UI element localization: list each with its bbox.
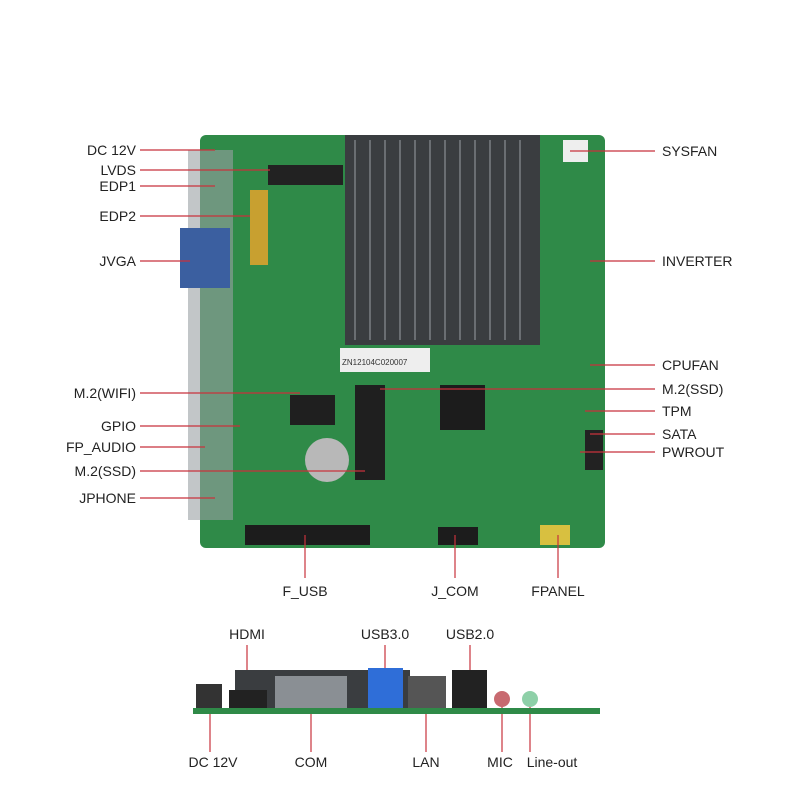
label-fp-audio: FP_AUDIO [65, 439, 136, 455]
label-io-dc12v: DC 12V [188, 754, 238, 770]
label-com: COM [294, 754, 328, 770]
label-sysfan: SYSFAN [662, 143, 718, 159]
label-jphone: JPHONE [79, 490, 136, 506]
dc-jack [196, 684, 222, 708]
sata-connector [585, 430, 603, 470]
serial-label-sticker [340, 348, 430, 372]
label-inverter: INVERTER [662, 253, 733, 269]
chipset [440, 385, 485, 430]
fpanel-header [540, 525, 570, 545]
label-cpufan: CPUFAN [662, 357, 719, 373]
label-edp1: EDP1 [99, 178, 136, 194]
lan-port [408, 676, 446, 708]
lvds-header [268, 165, 343, 185]
label-m2-ssd-left: M.2(SSD) [74, 463, 136, 479]
label-tpm: TPM [662, 403, 692, 419]
usb2-ports [452, 670, 487, 708]
label-mic: MIC [487, 754, 513, 770]
label-line-out: Line-out [526, 754, 578, 770]
m2-slot-ssd [355, 385, 385, 480]
label-pwrout: PWROUT [662, 444, 725, 460]
label-edp2: EDP2 [99, 208, 136, 224]
j-com-header [438, 527, 478, 545]
cmos-battery [305, 438, 349, 482]
callout-lines [140, 149, 655, 752]
label-j-com: J_COM [431, 583, 479, 599]
f-usb-headers [245, 525, 370, 545]
vga-connector [180, 228, 230, 288]
heatsink [345, 135, 540, 345]
label-f-usb: F_USB [282, 583, 328, 599]
mic-jack [494, 691, 510, 707]
label-m2-ssd-right: M.2(SSD) [662, 381, 724, 397]
label-gpio: GPIO [100, 418, 136, 434]
label-dc12v: DC 12V [86, 142, 136, 158]
edp-connector [250, 190, 268, 265]
io-panel-side-view [193, 668, 600, 714]
label-m2-wifi: M.2(WIFI) [73, 385, 136, 401]
lineout-jack [522, 691, 538, 707]
label-fpanel: FPANEL [531, 583, 585, 599]
label-usb2: USB2.0 [445, 626, 495, 642]
com-port [275, 676, 347, 708]
hdmi-port [229, 690, 267, 708]
usb3-ports [368, 668, 403, 708]
label-jvga: JVGA [99, 253, 136, 269]
label-usb3: USB3.0 [360, 626, 410, 642]
label-lvds: LVDS [100, 162, 136, 178]
serial-label-text: ZN12104C020007 [342, 358, 408, 367]
label-hdmi: HDMI [229, 626, 265, 642]
label-lan: LAN [412, 754, 440, 770]
m2-slot-wifi [290, 395, 335, 425]
label-sata: SATA [662, 426, 697, 442]
left-io-connectors [188, 150, 233, 520]
